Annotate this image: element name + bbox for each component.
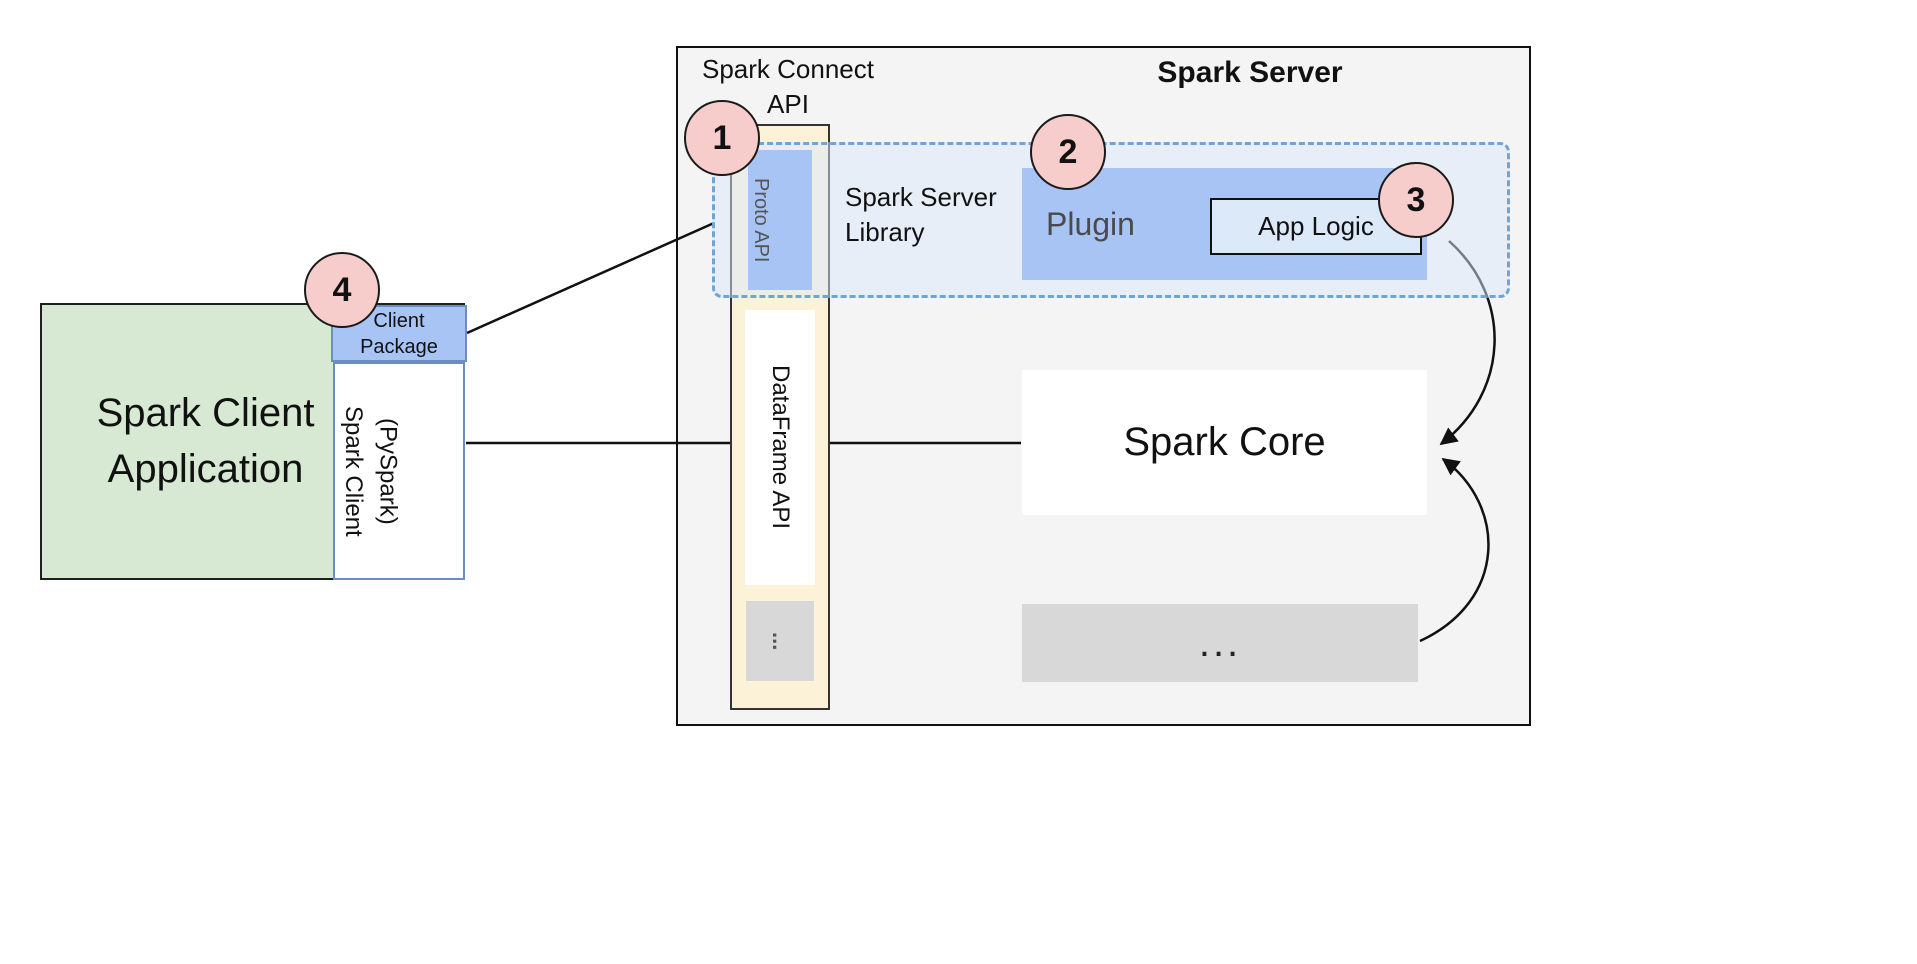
spark-server-library-label: Spark Server Library <box>845 182 997 248</box>
app-logic-box: App Logic <box>1210 198 1422 255</box>
spark-connect-api-label: Spark Connect API <box>702 54 874 120</box>
step-badge-1: 1 <box>684 100 760 176</box>
proto-api-box: Proto API <box>748 150 812 290</box>
proto-api-label: Proto API <box>750 177 772 263</box>
spark-core-box: Spark Core <box>1022 370 1427 515</box>
step-badge-4: 4 <box>304 252 380 328</box>
step-badge-3-number: 3 <box>1406 180 1426 219</box>
step-badge-3: 3 <box>1378 162 1454 238</box>
server-ellipsis-bar: ... <box>1022 604 1418 682</box>
spark-client-pyspark-box: Spark Client (PySpark) <box>333 362 465 580</box>
step-badge-2: 2 <box>1030 114 1106 190</box>
dataframe-api-box: DataFrame API <box>745 310 815 585</box>
dataframe-api-label: DataFrame API <box>767 365 794 530</box>
client-package-label: Client Package <box>360 309 438 358</box>
step-badge-2-number: 2 <box>1058 132 1078 171</box>
api-ellipsis-label: ... <box>768 631 793 651</box>
plugin-label: Plugin <box>1046 206 1135 242</box>
spark-client-pyspark-label: Spark Client (PySpark) <box>339 405 402 537</box>
step-badge-4-number: 4 <box>332 270 352 309</box>
app-logic-label: App Logic <box>1258 211 1374 241</box>
spark-core-label: Spark Core <box>1123 420 1326 464</box>
step-badge-1-number: 1 <box>712 118 732 157</box>
client-package-box: Client Package <box>331 305 467 362</box>
server-ellipsis-label: ... <box>1198 620 1242 665</box>
api-ellipsis-box: ... <box>746 601 814 681</box>
spark-server-title: Spark Server <box>1157 56 1343 89</box>
client-application-label: Spark Client Application <box>96 391 315 491</box>
